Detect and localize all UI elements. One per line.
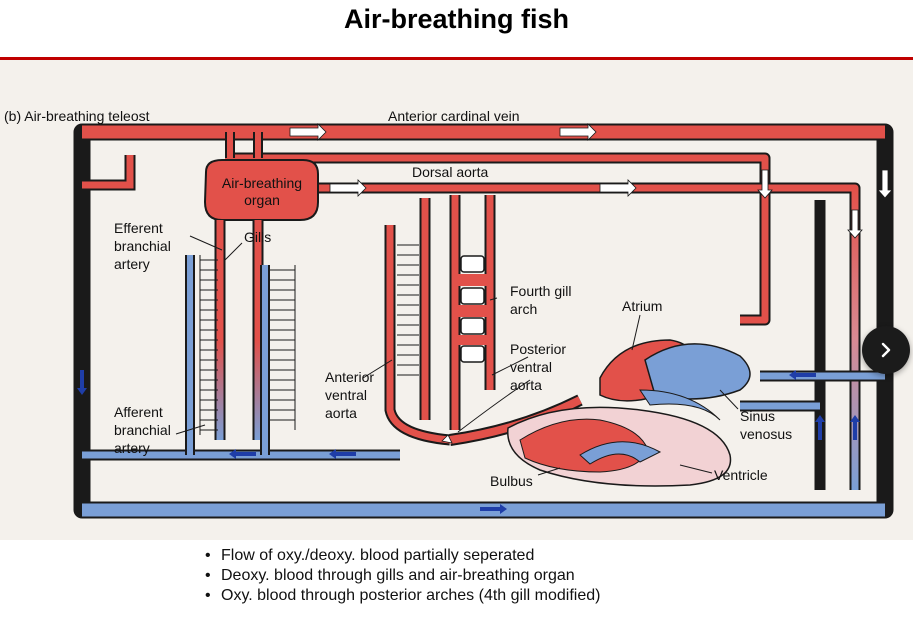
posterior-ventral-aorta-label: Posterior [510,341,566,357]
gills-label: Gills [244,229,271,245]
chevron-right-icon [881,342,891,358]
atrium-label: Atrium [622,298,662,314]
bullet-item: Oxy. blood through posterior arches (4th… [205,586,600,606]
anterior-cardinal-vein-label: Anterior cardinal vein [388,108,520,124]
afferent-branchial-artery-label-2: branchial [114,422,171,438]
anterior-ventral-aorta-label: Anterior [325,369,374,385]
circulation-diagram: (b) Air-breathing teleost Anterior cardi… [0,60,913,540]
ventricle-label: Ventricle [714,467,768,483]
anterior-ventral-aorta-label-3: aorta [325,405,357,421]
key-points-list: Flow of oxy./deoxy. blood partially sepe… [205,546,600,606]
sinus-venosus-label-2: venosus [740,426,792,442]
afferent-branchial-artery-label-3: artery [114,440,150,456]
air-breathing-organ-label: Air-breathing [222,175,302,191]
leader-lines [175,235,739,476]
venous-return-vessel [740,370,885,412]
fourth-gill-arch [449,195,496,430]
efferent-branchial-artery-label: Efferent [114,220,163,236]
bullet-item: Deoxy. blood through gills and air-breat… [205,566,600,586]
left-small-loop [82,155,136,191]
title-divider [0,57,913,60]
posterior-ventral-aorta-label-2: ventral [510,359,552,375]
air-breathing-organ [203,132,319,221]
afferent-branchial-artery-label: Afferent [114,404,163,420]
anterior-ventral-aorta-label-2: ventral [325,387,367,403]
dorsal-aorta-vessel [315,182,861,490]
next-slide-button[interactable] [862,326,910,374]
heart [449,339,751,487]
dorsal-aorta-label: Dorsal aorta [412,164,488,180]
slide-title: Air-breathing fish [343,4,569,34]
anterior-cardinal-vein-vessel [225,152,771,326]
fourth-gill-arch-label-2: arch [510,301,537,317]
sinus-venosus-label: Sinus [740,408,775,424]
posterior-ventral-aorta-label-3: aorta [510,377,542,393]
efferent-branchial-artery-label-3: artery [114,256,150,272]
panel-label: (b) Air-breathing teleost [4,108,150,124]
anterior-arches [384,198,451,446]
fourth-gill-arch-label: Fourth gill [510,283,571,299]
bullet-item: Flow of oxy./deoxy. blood partially sepe… [205,546,600,566]
bulbus-label: Bulbus [490,473,533,489]
efferent-branchial-artery-label-2: branchial [114,238,171,254]
air-breathing-organ-label-2: organ [244,192,280,208]
flow-arrows [77,123,893,514]
circulation-diagram-svg: (b) Air-breathing teleost Anterior cardi… [4,108,894,519]
